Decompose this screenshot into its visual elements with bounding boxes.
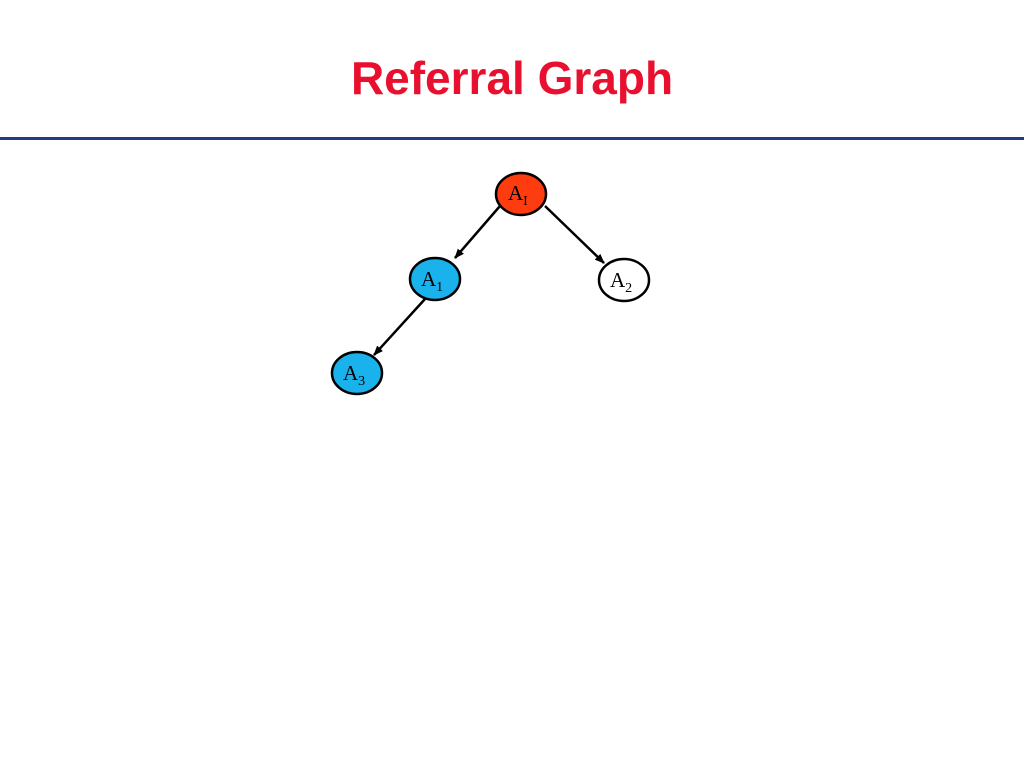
node-A1-label: A (421, 267, 437, 291)
title-divider (0, 137, 1024, 140)
node-A1[interactable]: A1 (408, 256, 462, 302)
svg-text:A3: A3 (343, 361, 365, 389)
node-AI-subscript: I (523, 194, 528, 209)
edge-AI-to-A2 (544, 205, 605, 264)
node-A1-circle (408, 256, 462, 302)
svg-text:AI: AI (508, 181, 528, 209)
node-AI[interactable]: AI (494, 171, 548, 217)
node-A3-circle (330, 350, 384, 396)
svg-text:A1: A1 (421, 267, 443, 295)
node-A3-subscript: 3 (358, 374, 365, 389)
node-A3-label: A (343, 361, 359, 385)
node-A2-subscript: 2 (625, 281, 632, 296)
svg-text:A2: A2 (610, 268, 632, 296)
node-AI-label: A (508, 181, 524, 205)
node-A2-circle (597, 257, 651, 303)
node-AI-circle (494, 171, 548, 217)
node-A3[interactable]: A3 (330, 350, 384, 396)
slide-title: Referral Graph (350, 52, 674, 104)
node-A2-label: A (610, 268, 626, 292)
edge-AI-to-A1 (454, 205, 501, 259)
node-A2[interactable]: A2 (597, 257, 651, 303)
node-A1-subscript: 1 (436, 280, 443, 295)
edge-A1-to-A3 (373, 298, 426, 356)
